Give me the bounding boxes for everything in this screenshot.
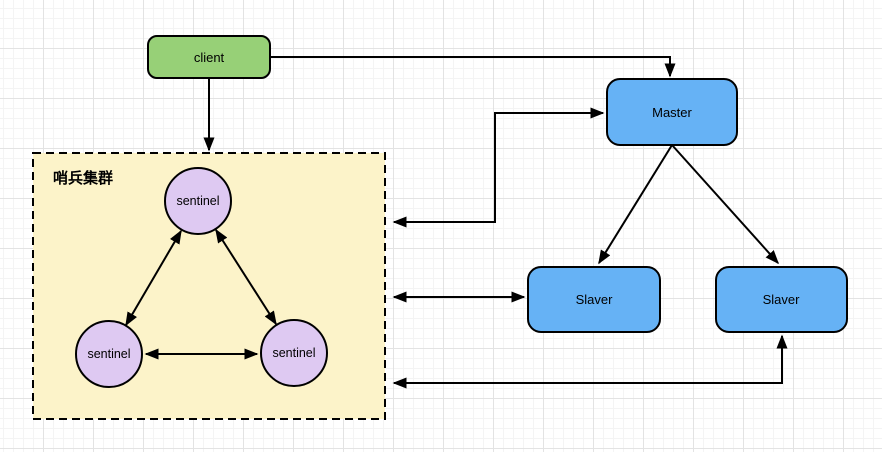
master-label: Master	[652, 105, 692, 120]
edge-sentinel-1-to-sentinel-2[interactable]	[125, 229, 182, 327]
sentinel-2-label: sentinel	[87, 347, 130, 361]
edge-master-to-slaver-2[interactable]	[671, 144, 780, 265]
edge-client-to-master[interactable]	[270, 56, 676, 78]
sentinel-2-node[interactable]: sentinel	[75, 320, 143, 388]
master-rect[interactable]	[606, 78, 738, 146]
slaver-1-label: Slaver	[576, 292, 614, 307]
client-label: client	[194, 50, 225, 65]
edges-layer	[125, 56, 788, 389]
slaver-2-node[interactable]: Slaver	[715, 266, 848, 333]
sentinel-3-node[interactable]: sentinel	[260, 319, 328, 387]
sentinel-1-label: sentinel	[176, 194, 219, 208]
sentinel-1-node[interactable]: sentinel	[164, 167, 232, 235]
edge-cluster-to-master[interactable]	[392, 107, 605, 228]
master-node[interactable]: Master	[606, 78, 738, 146]
slaver-2-label: Slaver	[763, 292, 801, 307]
slaver-1-rect[interactable]	[527, 266, 661, 333]
sentinel-cluster-label: 哨兵集群	[53, 169, 113, 187]
sentinel-3-circle[interactable]	[260, 319, 328, 387]
edge-sentinel-1-to-sentinel-3[interactable]	[215, 228, 277, 326]
edge-master-to-slaver-1[interactable]	[598, 144, 673, 265]
sentinel-3-label: sentinel	[272, 346, 315, 360]
edge-slaver-2-to-cluster[interactable]	[392, 334, 788, 389]
sentinel-2-circle[interactable]	[75, 320, 143, 388]
slaver-1-node[interactable]: Slaver	[527, 266, 661, 333]
client-node[interactable]: client	[147, 35, 271, 79]
slaver-2-rect[interactable]	[715, 266, 848, 333]
client-rect[interactable]	[147, 35, 271, 79]
sentinel-1-circle[interactable]	[164, 167, 232, 235]
